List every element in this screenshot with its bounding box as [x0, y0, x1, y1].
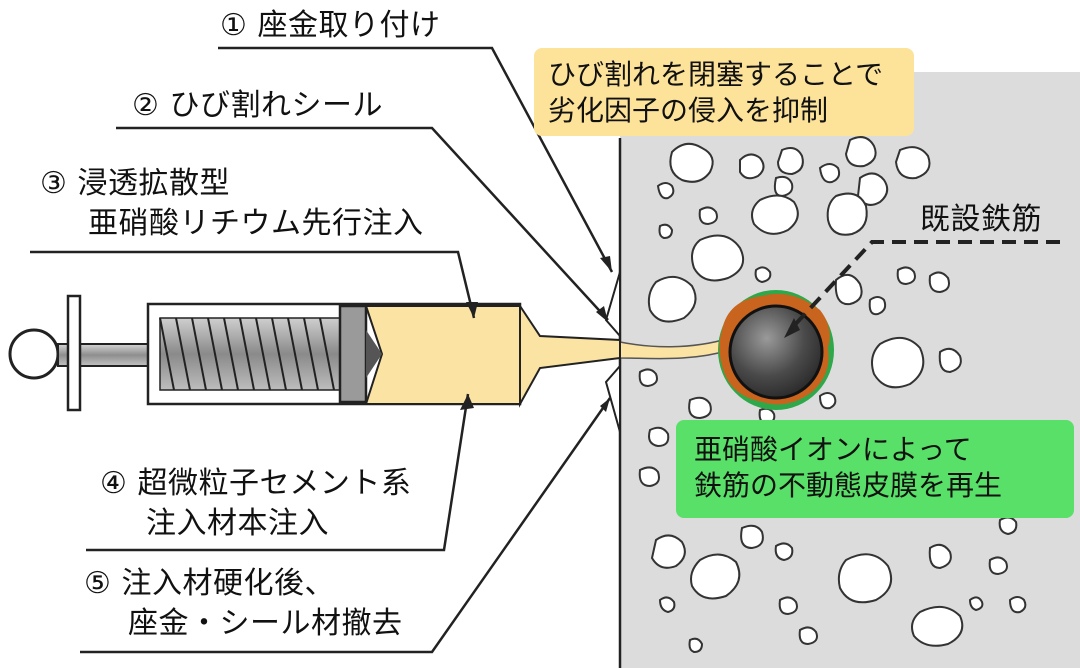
step-2-text: ひび割れシール — [169, 88, 383, 123]
leader-step1 — [218, 46, 614, 273]
spring-coils — [159, 317, 335, 391]
piston-cone — [366, 330, 382, 378]
step-5-line-2: 座金・シール材撤去 — [128, 606, 403, 641]
leader-step3 — [30, 250, 476, 319]
step-5-line-1: 注入材硬化後、 — [121, 566, 335, 601]
step-2-label: ② ひび割れシール — [132, 86, 383, 126]
step-3-line-1: 浸透拡散型 — [77, 166, 230, 201]
step-4-line-1: 超微粒子セメント系 — [137, 466, 412, 501]
leader-step2 — [116, 126, 609, 321]
aggregates — [638, 136, 1027, 654]
step-2-number: ② — [132, 88, 160, 123]
step-3-line-2: 亜硝酸リチウム先行注入 — [88, 206, 424, 241]
leader-step5 — [80, 397, 612, 654]
nitrite-effect-line-2: 鉄筋の不動態皮膜を再生 — [694, 469, 1003, 502]
nitrite-effect-line-1: 亜硝酸イオンによって — [694, 433, 972, 466]
step-4-line-2: 注入材本注入 — [146, 506, 329, 541]
rebar-group — [718, 290, 834, 410]
rebar-leader-arrowhead — [784, 318, 800, 338]
leader-step4 — [86, 393, 470, 552]
grout-chamber — [364, 305, 521, 405]
washer-lower — [604, 363, 621, 433]
leader-arrowheads — [460, 256, 612, 412]
plunger-knob — [8, 328, 60, 380]
nitrite-effect-callout: 亜硝酸イオンによって 鉄筋の不動態皮膜を再生 — [676, 420, 1074, 518]
existing-rebar — [728, 304, 824, 400]
step-3-label: ③ 浸透拡散型 亜硝酸リチウム先行注入 — [40, 164, 424, 244]
plunger-flange — [66, 294, 82, 412]
injector — [8, 294, 621, 412]
piston-plate — [338, 304, 368, 404]
rebar-label: 既設鉄筋 — [920, 202, 1042, 237]
seal-effect-line-1: ひび割れを閉塞することで — [548, 58, 884, 91]
washer-upper — [604, 271, 621, 339]
step-4-number: ④ — [100, 466, 128, 501]
seal-effect-line-2: 劣化因子の侵入を抑制 — [548, 94, 829, 127]
step-4-label: ④ 超微粒子セメント系 注入材本注入 — [100, 464, 411, 544]
step-1-text: 座金取り付け — [257, 8, 441, 43]
leader-lines — [30, 46, 614, 654]
rebar-label-leader — [788, 240, 1060, 332]
step-5-label: ⑤ 注入材硬化後、 座金・シール材撤去 — [84, 564, 403, 644]
step-5-number: ⑤ — [84, 566, 112, 601]
step-1-label: ① 座金取り付け — [220, 6, 440, 46]
step-3-number: ③ — [40, 166, 68, 201]
injector-nozzle — [519, 302, 621, 408]
seal-effect-callout: ひび割れを閉塞することで 劣化因子の侵入を抑制 — [534, 48, 914, 136]
step-1-number: ① — [220, 8, 248, 43]
